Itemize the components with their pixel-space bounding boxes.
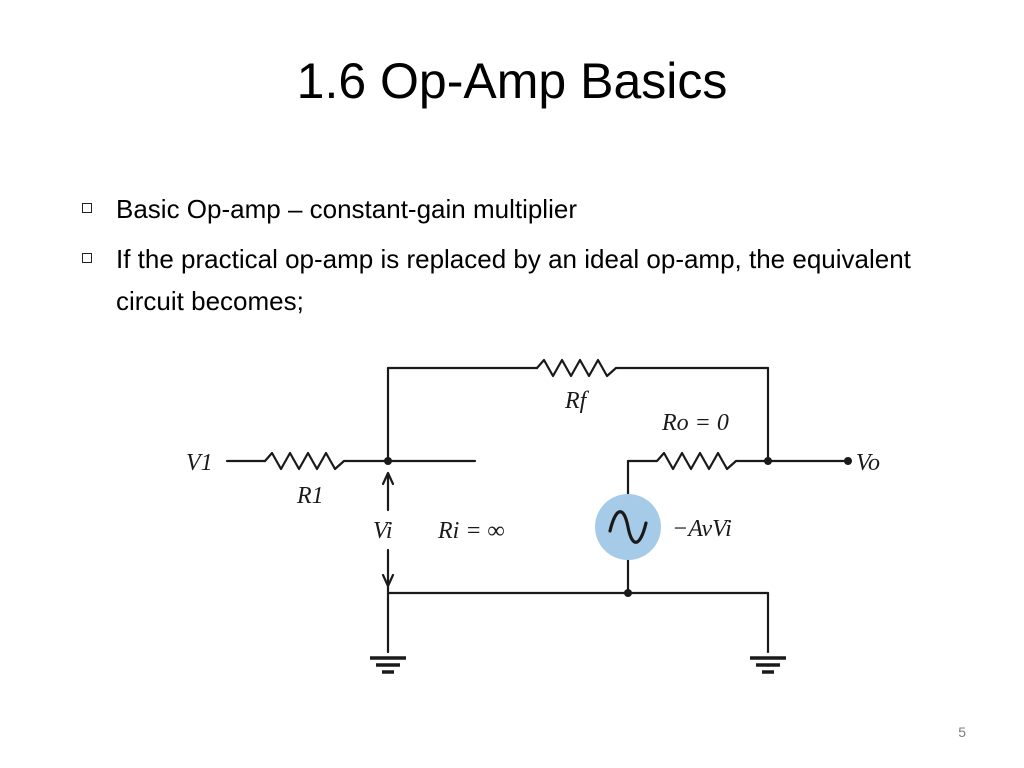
- bullet-item: Basic Op-amp – constant-gain multiplier: [82, 188, 942, 230]
- circuit-diagram: V1 R1 Rf Ro = 0 Vo Vi Ri = ∞ −AvVi: [186, 358, 880, 674]
- label-ri: Ri = ∞: [437, 518, 505, 544]
- junction-dot: [624, 589, 632, 597]
- bullet-list: Basic Op-amp – constant-gain multiplier …: [82, 188, 942, 322]
- square-bullet-icon: [82, 253, 92, 263]
- slide-title: 1.6 Op-Amp Basics: [296, 53, 728, 109]
- slide-number: 5: [958, 724, 966, 740]
- label-vi: Vi: [373, 518, 393, 544]
- ground-icon: [750, 656, 786, 674]
- label-v1: V1: [186, 450, 213, 476]
- square-bullet-icon: [82, 203, 92, 213]
- label-r1: R1: [296, 483, 324, 509]
- sine-wave-icon: [608, 510, 648, 544]
- label-rf: Rf: [564, 388, 590, 414]
- bullet-item: If the practical op-amp is replaced by a…: [82, 238, 942, 322]
- junction-dot: [384, 457, 392, 465]
- vi-arrowhead-up: [381, 471, 395, 486]
- output-terminal-dot: [844, 457, 852, 465]
- ro-resistor: [626, 451, 850, 471]
- bullet-text: If the practical op-amp is replaced by a…: [116, 244, 911, 316]
- label-vo: Vo: [856, 450, 880, 476]
- rf-resistor: [535, 358, 770, 378]
- bullet-text: Basic Op-amp – constant-gain multiplier: [116, 194, 577, 224]
- label-ro: Ro = 0: [661, 410, 729, 436]
- label-source-gain: −AvVi: [672, 516, 732, 542]
- junction-dot: [764, 457, 772, 465]
- r1-resistor: [263, 451, 390, 471]
- ground-icon: [370, 656, 406, 674]
